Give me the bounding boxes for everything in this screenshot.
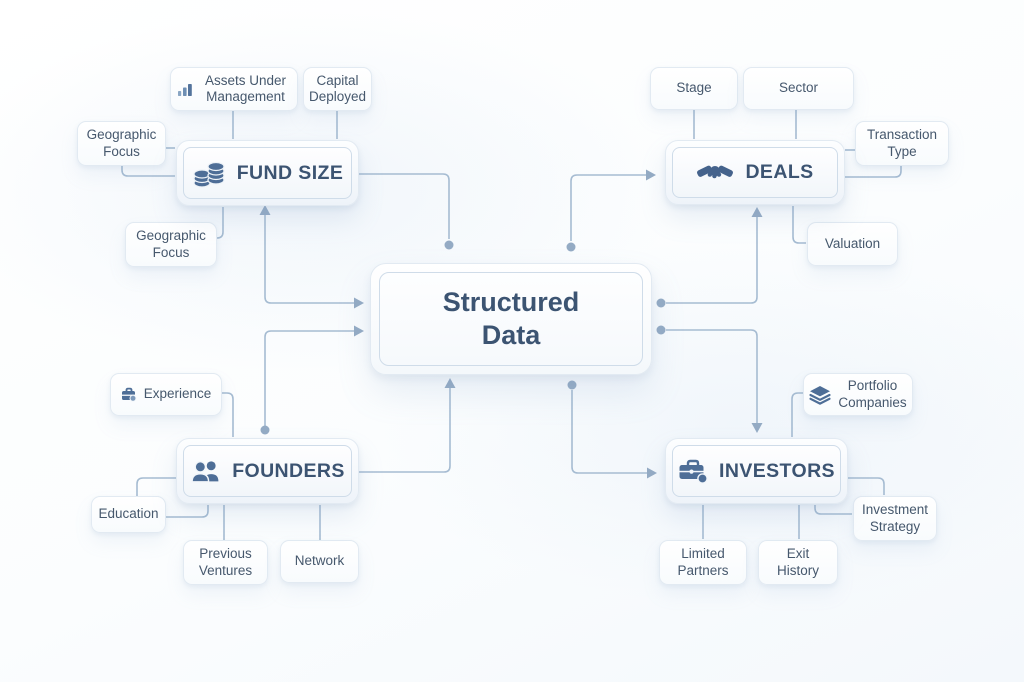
handshake-icon (696, 160, 734, 185)
attr-label: Transaction Type (866, 127, 938, 159)
node-founders: FOUNDERS (176, 438, 359, 504)
center-label: Structured Data (442, 287, 580, 350)
briefcase-coin-icon (678, 458, 708, 484)
node-fund-size-label: FUND SIZE (236, 161, 344, 184)
attr-label: Exit History (776, 546, 819, 578)
attr-education: Education (91, 496, 166, 533)
attr-label: Education (98, 506, 159, 522)
node-founders-label: FOUNDERS (232, 459, 345, 482)
attr-label: Capital Deployed (308, 72, 367, 104)
people-icon (190, 459, 221, 484)
attr-label: Valuation (824, 235, 881, 251)
attr-label: Sector (778, 80, 819, 96)
center-structured-data: Structured Data (370, 263, 652, 375)
layers-icon (809, 385, 831, 405)
attr-experience: Experience (110, 373, 222, 416)
bar-chart-icon (177, 82, 193, 96)
attr-label: Network (294, 553, 345, 569)
attr-capital-deployed: Capital Deployed (303, 67, 372, 111)
node-investors: INVESTORS (665, 438, 848, 504)
node-fund-size: FUND SIZE (176, 140, 359, 206)
attr-label: Experience (143, 386, 212, 402)
coins-icon (192, 158, 226, 188)
attr-geographic-focus-upper: Geographic Focus (77, 121, 166, 166)
attr-limited-partners: Limited Partners (659, 540, 747, 585)
attr-stage: Stage (650, 67, 738, 110)
attr-exit-history: Exit History (758, 540, 838, 585)
attr-previous-ventures: Previous Ventures (183, 540, 268, 585)
attr-transaction-type: Transaction Type (855, 121, 949, 166)
attr-label: Previous Ventures (198, 546, 253, 578)
attr-label: Investment Strategy (861, 502, 929, 534)
attr-network: Network (280, 540, 359, 583)
attr-label: Geographic Focus (86, 127, 157, 159)
briefcase-badge-icon (121, 387, 137, 402)
attr-assets-under-management: Assets Under Management (170, 67, 298, 111)
attr-investment-strategy: Investment Strategy (853, 496, 937, 541)
node-deals: DEALS (665, 140, 845, 205)
attr-geographic-focus-lower: Geographic Focus (125, 222, 217, 267)
attr-portfolio-companies: Portfolio Companies (803, 373, 913, 416)
attr-label: Assets Under Management (204, 72, 287, 104)
attr-label: Limited Partners (677, 546, 729, 578)
node-deals-label: DEALS (745, 161, 814, 183)
node-investors-label: INVESTORS (719, 459, 835, 482)
attr-valuation: Valuation (807, 222, 898, 266)
attr-label: Stage (676, 80, 712, 96)
attr-label: Portfolio Companies (838, 378, 907, 410)
attr-sector: Sector (743, 67, 854, 110)
attr-label: Geographic Focus (136, 228, 206, 260)
